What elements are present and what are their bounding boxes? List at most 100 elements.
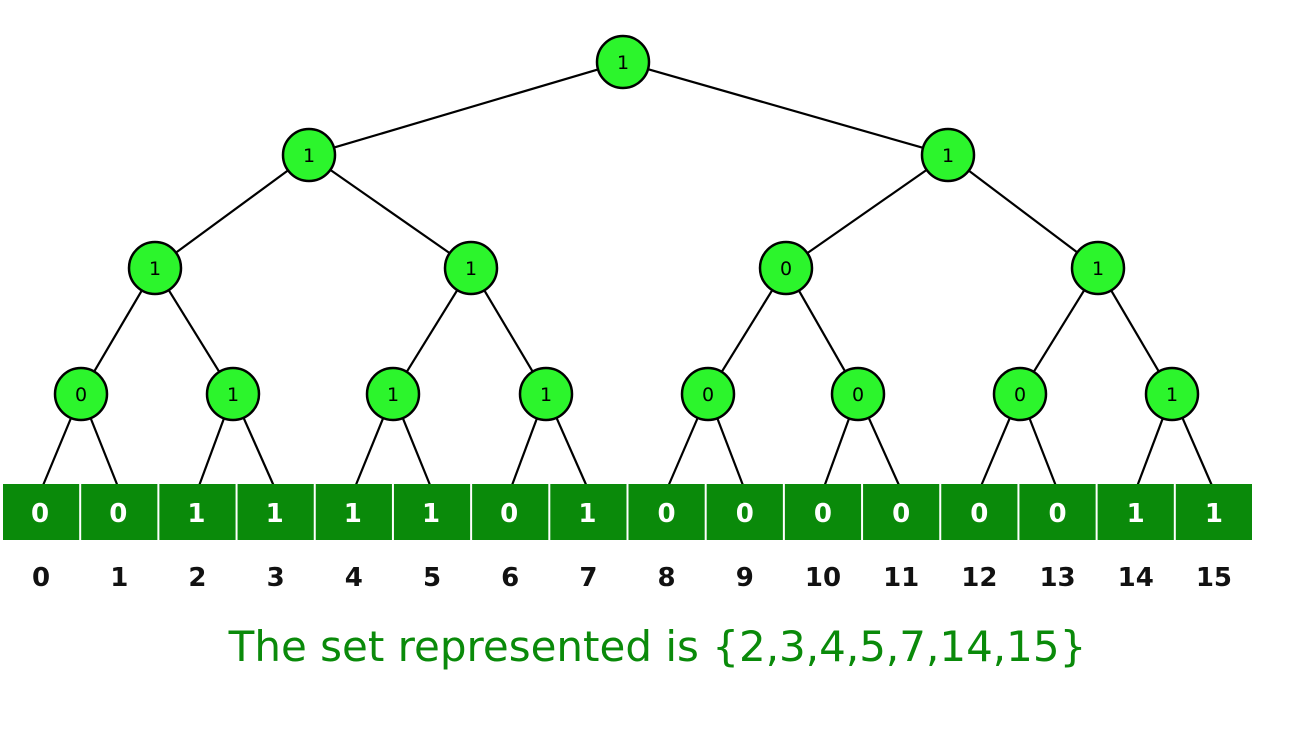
tree-node: 0	[53, 366, 109, 422]
tree-node-value: 1	[942, 145, 954, 167]
index-label: 1	[110, 563, 128, 593]
tree-node-circle	[518, 366, 574, 422]
tree-node: 1	[518, 366, 574, 422]
tree-node-value: 1	[465, 258, 477, 280]
bit-cell	[393, 484, 471, 540]
tree-node: 1	[595, 34, 651, 90]
tree-edge	[797, 290, 847, 372]
bit-value: 0	[892, 499, 910, 529]
index-label: 7	[579, 563, 597, 593]
tree-edge	[175, 169, 289, 254]
bit-cell	[159, 484, 236, 540]
tree-node: 1	[127, 240, 183, 296]
tree-edge	[1032, 289, 1086, 373]
index-label: 4	[345, 563, 363, 593]
tree-node-value: 1	[227, 384, 239, 406]
index-label: 9	[736, 563, 754, 593]
tree-node-circle	[920, 127, 976, 183]
leaf-edge	[1134, 417, 1164, 491]
tree-edge	[167, 289, 221, 373]
tree-node-circle	[830, 366, 886, 422]
bit-value: 0	[658, 499, 676, 529]
tree-edge	[806, 168, 928, 255]
tree-node-value: 1	[1166, 384, 1178, 406]
bit-value: 1	[187, 499, 205, 529]
tree-node-circle	[680, 366, 736, 422]
leaf-edge	[509, 417, 538, 491]
leaf-edge	[89, 417, 121, 491]
tree-node: 1	[1070, 240, 1126, 296]
index-label: 15	[1196, 563, 1232, 593]
leaf-edge	[716, 417, 746, 491]
leaf-edge	[867, 417, 903, 491]
tree-node: 1	[281, 127, 337, 183]
bit-cell	[784, 484, 862, 540]
bit-value: 0	[970, 499, 988, 529]
tree-node-value: 0	[1014, 384, 1026, 406]
tree-node: 1	[920, 127, 976, 183]
set-caption: The set represented is {2,3,4,5,7,14,15}	[228, 622, 1087, 671]
leaf-edge	[665, 417, 699, 491]
tree-node-value: 1	[1092, 258, 1104, 280]
index-label: 2	[188, 563, 206, 593]
bit-value: 0	[31, 499, 49, 529]
tree-node-value: 0	[75, 384, 87, 406]
tree-node-value: 1	[387, 384, 399, 406]
bit-value: 1	[578, 499, 596, 529]
bit-value: 0	[814, 499, 832, 529]
tree-node-circle	[443, 240, 499, 296]
bit-value: 0	[500, 499, 518, 529]
tree-node-value: 0	[780, 258, 792, 280]
bit-value: 1	[1205, 499, 1223, 529]
tree-node-circle	[281, 127, 337, 183]
bit-value: 0	[1048, 499, 1066, 529]
index-label: 8	[658, 563, 676, 593]
index-label: 3	[267, 563, 285, 593]
bit-cell	[550, 484, 627, 540]
index-label: 12	[961, 563, 997, 593]
index-label: 11	[883, 563, 919, 593]
tree-edge	[1110, 289, 1160, 373]
leaf-edge	[978, 417, 1011, 491]
tree-node: 0	[758, 240, 814, 296]
tree-node: 0	[992, 366, 1048, 422]
tree-edge	[93, 289, 143, 373]
leaf-edge	[821, 418, 851, 491]
bit-cell	[3, 484, 80, 540]
bit-value: 1	[344, 499, 362, 529]
tree-edge	[720, 289, 774, 373]
bit-cell	[1019, 484, 1096, 540]
tree-edge	[647, 68, 924, 149]
bit-value: 1	[266, 499, 284, 529]
index-label: 5	[423, 563, 441, 593]
tree-node-circle	[53, 366, 109, 422]
tree-edge	[405, 289, 459, 373]
bit-cell	[941, 484, 1018, 540]
bit-value: 1	[422, 499, 440, 529]
bit-value: 0	[736, 499, 754, 529]
tree-node: 1	[365, 366, 421, 422]
bit-cell	[1097, 484, 1174, 540]
tree-node-circle	[205, 366, 261, 422]
tree-node: 1	[443, 240, 499, 296]
index-label: 13	[1039, 563, 1075, 593]
leaf-edge	[401, 417, 434, 491]
leaf-edge	[40, 417, 73, 491]
bit-cell	[472, 484, 549, 540]
tree-node-circle	[595, 34, 651, 90]
tree-node: 0	[830, 366, 886, 422]
bit-cell	[315, 484, 392, 540]
tree-node-circle	[1070, 240, 1126, 296]
bit-cell	[81, 484, 158, 540]
tree-node: 1	[1144, 366, 1200, 422]
tree-edge	[333, 68, 599, 149]
tree-edges	[40, 68, 1215, 491]
leaf-edge	[196, 418, 226, 491]
index-label: 6	[501, 563, 519, 593]
leaf-edge	[352, 417, 385, 491]
bit-cell	[628, 484, 705, 540]
